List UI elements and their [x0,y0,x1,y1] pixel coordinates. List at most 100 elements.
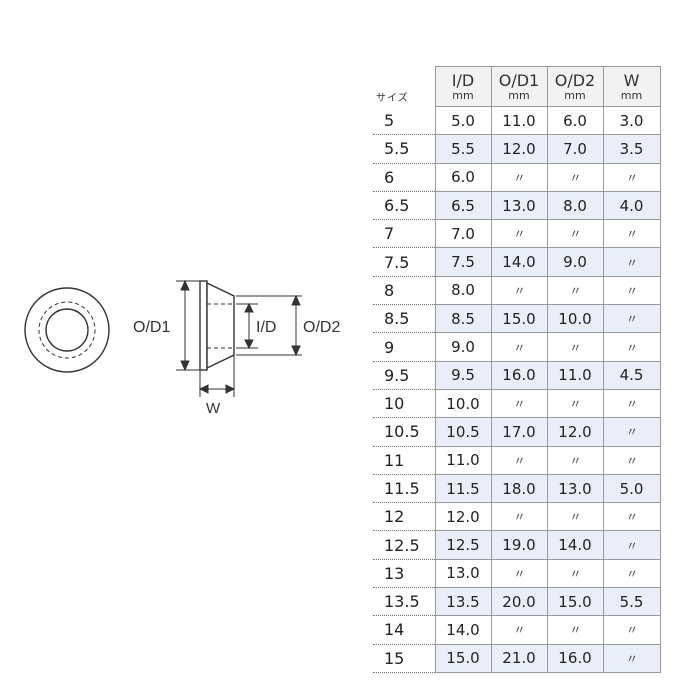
od2-cell: 〃 [546,219,604,249]
id-cell: 7.0 [434,219,492,249]
w-cell: 〃 [602,388,661,419]
w-cell: 〃 [602,247,661,277]
od1-cell: 17.0 [490,417,548,447]
od2-cell: 12.0 [546,417,604,447]
od1-cell: 〃 [490,219,548,249]
size-cell: 11 [373,446,435,475]
od1-cell: 〃 [490,445,548,475]
w-cell: 〃 [602,643,661,673]
id-cell: 15.0 [434,643,492,673]
w-cell: 〃 [602,445,661,475]
size-cell: 9.5 [373,361,435,390]
id-cell: 12.5 [434,530,492,560]
w-cell: 5.0 [602,473,661,504]
w-cell: 3.5 [602,134,661,164]
od1-cell: 〃 [490,502,548,532]
w-cell: 〃 [602,502,661,532]
size-cell: 5.5 [373,134,435,164]
od2-cell: 13.0 [546,473,604,504]
od2-cell: 〃 [546,162,604,192]
id-cell: 14.0 [434,615,492,645]
id-cell: 10.5 [434,417,492,447]
w-cell: 5.5 [602,587,661,617]
id-cell: 9.5 [434,360,492,390]
id-cell: 11.0 [434,445,492,475]
id-cell: 12.0 [434,502,492,532]
od1-cell: 18.0 [490,473,548,504]
od1-cell: 13.0 [490,190,548,221]
od2-cell: 9.0 [546,247,604,277]
od2-cell: 〃 [546,445,604,475]
id-cell: 8.0 [434,275,492,306]
id-cell: 5.5 [434,134,492,164]
size-cell: 6 [373,163,435,192]
w-cell: 3.0 [602,105,661,136]
od2-cell: 〃 [546,332,604,362]
grommet-diagram: O/D1 I/D O/D2 W [24,279,340,417]
od2-cell: 〃 [546,502,604,532]
od1-cell: 21.0 [490,643,548,673]
w-cell: 4.5 [602,360,661,390]
w-cell: 〃 [602,417,661,447]
grommet-front-view [24,287,110,373]
od1-cell: 20.0 [490,587,548,617]
size-cell: 5 [373,106,435,136]
side-taper [206,281,235,370]
od1-cell: 19.0 [490,530,548,560]
size-cell: 9 [373,332,435,362]
size-cell: 13.5 [373,587,435,617]
od1-cell: 16.0 [490,360,548,390]
w-cell: 〃 [602,332,661,362]
od2-cell: 15.0 [546,587,604,617]
w-cell: 4.0 [602,190,661,221]
od2-cell: 11.0 [546,360,604,390]
w-cell: 〃 [602,530,661,560]
od1-cell: 〃 [490,558,548,589]
od1-cell: 〃 [490,332,548,362]
od1-cell: 〃 [490,615,548,645]
w-cell: 〃 [602,219,661,249]
od2-cell: 8.0 [546,190,604,221]
id-cell: 6.5 [434,190,492,221]
od2-cell: 〃 [546,388,604,419]
side-flange [199,280,208,371]
id-cell: 6.0 [434,162,492,192]
id-cell: 13.0 [434,558,492,589]
size-column-header: サイズ [376,92,409,104]
od2-cell: 〃 [546,558,604,589]
size-cell: 6.5 [373,191,435,221]
front-outer-circle [24,287,110,373]
size-cell: 8.5 [373,304,435,334]
od1-cell: 〃 [490,275,548,306]
od1-cell: 15.0 [490,304,548,334]
w-label: W [206,400,221,417]
od2-cell: 16.0 [546,643,604,673]
od2-label: O/D2 [303,319,340,336]
od1-cell: 〃 [490,388,548,419]
w-dimension [198,355,236,397]
id-cell: 13.5 [434,587,492,617]
id-cell: 5.0 [434,105,492,136]
size-cell: 12.5 [373,530,435,560]
id-cell: 11.5 [434,473,492,504]
